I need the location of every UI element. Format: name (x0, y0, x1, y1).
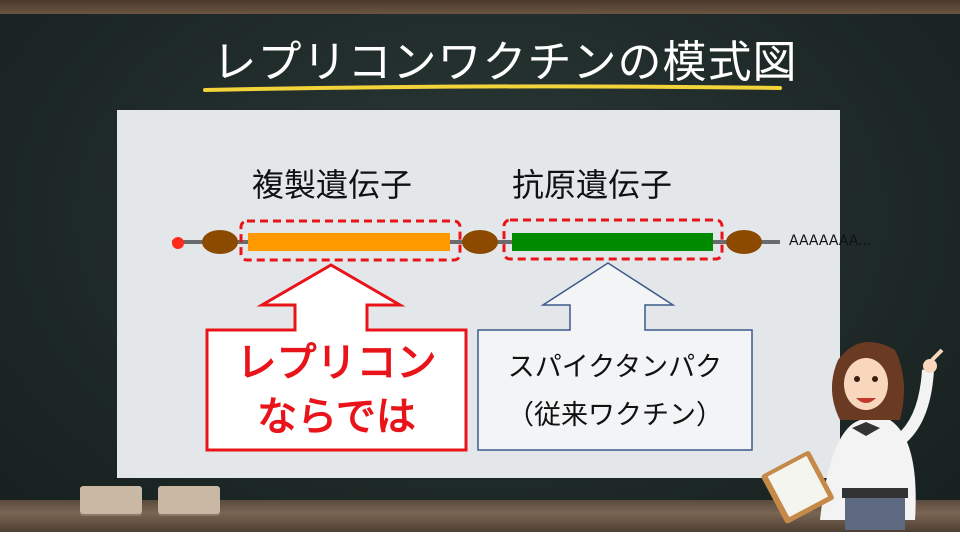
eraser (80, 486, 142, 514)
antigen-callout-line1: スパイクタンパク (507, 352, 723, 383)
slide-title: レプリコンワクチンの模式図 (212, 37, 798, 88)
antigen-gene-bar (512, 233, 713, 251)
title-underline (203, 84, 782, 92)
antigen-gene-label: 抗原遺伝子 (512, 166, 673, 204)
utr-intergenic (462, 230, 498, 254)
replicon-callout-line1: レプリコン (236, 340, 437, 386)
bottom-margin (0, 532, 960, 540)
utr-5 (202, 230, 238, 254)
antigen-highlight-box (502, 218, 724, 261)
replicase-gene-label: 複製遺伝子 (252, 166, 413, 204)
replicase-gene-bar (248, 233, 450, 251)
poly-a-tail: AAAAAAA... (789, 233, 872, 249)
board-frame (0, 0, 960, 14)
antigen-callout-line2: （従来ワクチン） (507, 400, 723, 431)
antigen-callout-text: スパイクタンパク （従来ワクチン） (478, 344, 752, 440)
replicon-callout-line2: ならでは (257, 394, 416, 440)
replicase-highlight-box (239, 219, 462, 262)
replicon-callout-text: レプリコン ならでは (207, 336, 466, 444)
cap-structure (172, 237, 184, 249)
eraser (158, 486, 220, 514)
replicon-callout-arrow (205, 263, 468, 452)
antigen-callout-arrow (477, 262, 753, 451)
teacher-illustration (761, 342, 944, 530)
utr-3 (726, 230, 762, 254)
